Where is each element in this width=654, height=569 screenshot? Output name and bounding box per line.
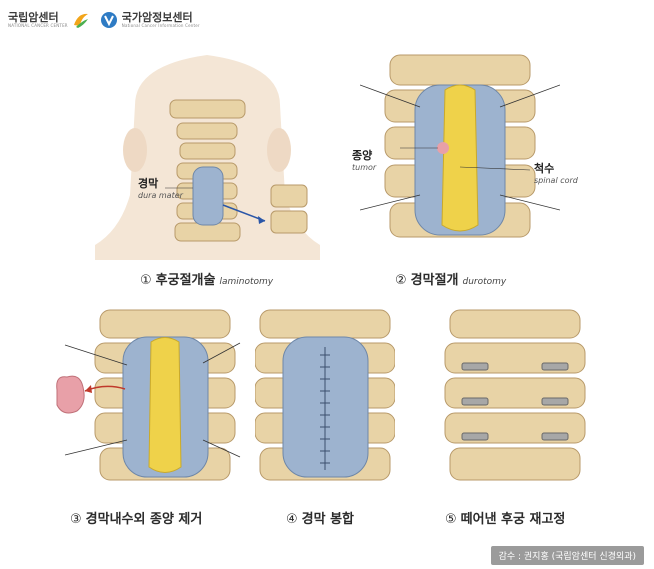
- caption-lamina-refixation-num: ⑤: [445, 512, 457, 527]
- caption-dura-closure-num: ④: [286, 512, 298, 527]
- caption-laminotomy-en: laminotomy: [219, 277, 274, 287]
- caption-lamina-refixation-ko: 떼어낸 후궁 재고정: [460, 512, 566, 527]
- tumor-label-ko: 종양: [352, 149, 373, 162]
- dura-label-ko: 경막: [138, 177, 159, 190]
- caption-durotomy-num: ②: [395, 273, 407, 288]
- spinal-cord-label: 척수 spinal cord: [534, 163, 578, 187]
- ncc-logo-name: 국립암센터: [8, 11, 59, 24]
- caption-durotomy-ko: 경막절개: [410, 273, 459, 288]
- caption-tumor-removal-ko: 경막내수외 종양 제거: [85, 512, 203, 527]
- caption-durotomy: ② 경막절개 durotomy: [395, 269, 506, 288]
- supervision-credit: 감수 : 권지홍 (국립암센터 신경외과): [490, 546, 644, 565]
- spinal-cord-label-en: spinal cord: [534, 176, 578, 185]
- logo-bar: 국립암센터 NATIONAL CANCER CENTER 국가암정보센터 Nat…: [8, 6, 200, 34]
- spinal-cord-label-ko: 척수: [534, 162, 555, 175]
- ncc-logo-sub: NATIONAL CANCER CENTER: [8, 23, 68, 28]
- caption-laminotomy-num: ①: [140, 273, 152, 288]
- panel-tumor-removal-illustration: [56, 309, 241, 481]
- dura-label-en: dura mater: [138, 191, 183, 200]
- panel-laminotomy-illustration: [95, 55, 320, 260]
- ncc-logo: 국립암센터 NATIONAL CANCER CENTER: [8, 11, 90, 29]
- nci-logo: 국가암정보센터 National Cancer Information Cent…: [100, 11, 200, 29]
- panel-lamina-refixation-illustration: [444, 309, 586, 481]
- nci-logo-name: 국가암정보센터: [121, 11, 193, 24]
- caption-dura-closure: ④ 경막 봉합: [286, 508, 354, 527]
- caption-laminotomy: ① 후궁절개술 laminotomy: [140, 269, 273, 288]
- panel-durotomy-illustration: [360, 54, 560, 238]
- panel-dura-closure-illustration: [255, 309, 395, 481]
- caption-lamina-refixation: ⑤ 떼어낸 후궁 재고정: [445, 508, 565, 527]
- dura-label: 경막 dura mater: [138, 178, 183, 202]
- caption-laminotomy-ko: 후궁절개술: [155, 273, 216, 288]
- ncc-emblem-icon: [73, 13, 88, 28]
- caption-tumor-removal-num: ③: [70, 512, 82, 527]
- caption-durotomy-en: durotomy: [462, 277, 507, 287]
- tumor-label: 종양 tumor: [352, 150, 376, 174]
- tumor-label-en: tumor: [352, 163, 377, 172]
- caption-tumor-removal: ③ 경막내수외 종양 제거: [70, 508, 202, 527]
- caption-dura-closure-ko: 경막 봉합: [301, 512, 355, 527]
- nci-logo-sub: National Cancer Information Center: [121, 23, 200, 28]
- nci-emblem-icon: [100, 12, 117, 28]
